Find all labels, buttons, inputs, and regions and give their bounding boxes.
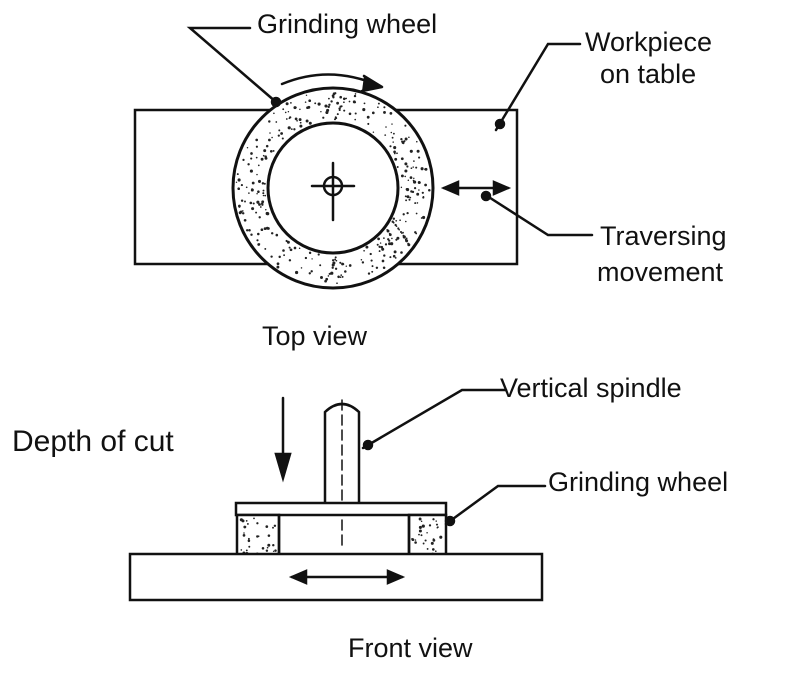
label-workpiece-line2: on table <box>600 59 697 89</box>
label-traversing-line1: Traversing <box>600 221 727 251</box>
rotation-arrow <box>280 73 384 93</box>
wheel-top-plate <box>234 501 448 517</box>
label-grinding-wheel-top: Grinding wheel <box>257 9 438 39</box>
abrasive-stipple <box>235 92 431 285</box>
label-grinding-wheel-front: Grinding wheel <box>548 467 729 497</box>
top-view <box>133 26 594 290</box>
leader-traversing <box>480 190 594 237</box>
depth-of-cut-arrow <box>274 396 292 483</box>
vertical-spindle <box>323 399 361 546</box>
leader-grinding-wheel-front <box>444 484 547 527</box>
caption-top-view: Top view <box>262 321 368 351</box>
traversing-arrow <box>440 180 512 196</box>
label-workpiece-line1: Workpiece <box>585 27 713 57</box>
leader-vertical-spindle <box>361 388 508 451</box>
leader-workpiece <box>494 42 582 132</box>
grinding-wheel-top <box>231 86 435 290</box>
caption-front-view: Front view <box>348 633 473 663</box>
label-traversing-line2: movement <box>597 257 724 287</box>
front-view <box>128 388 547 602</box>
label-depth-of-cut: Depth of cut <box>12 425 174 458</box>
leader-grinding-wheel-top <box>186 26 282 108</box>
table-traverse-arrow <box>288 569 406 585</box>
label-vertical-spindle: Vertical spindle <box>500 373 682 403</box>
